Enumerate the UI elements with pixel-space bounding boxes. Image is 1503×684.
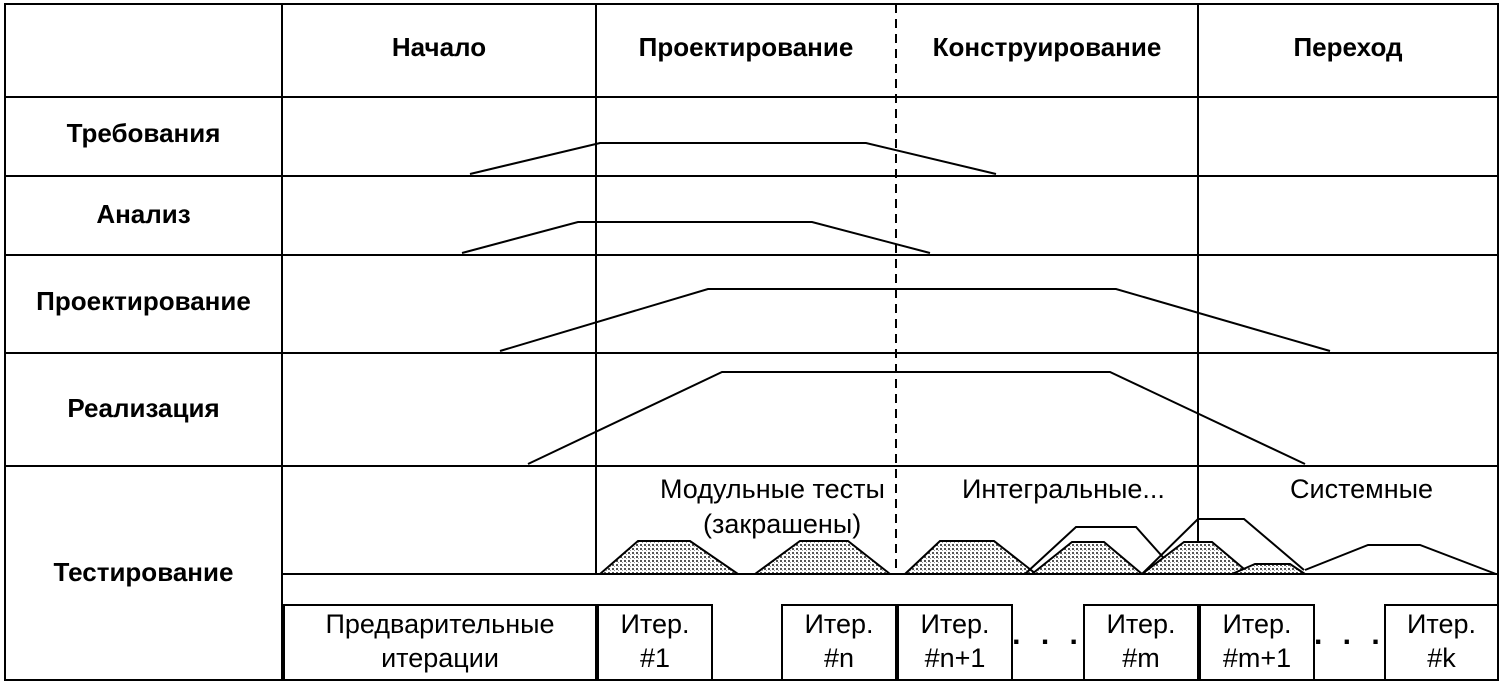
unit-test-hump-6 bbox=[1231, 563, 1309, 575]
iter-number: #m bbox=[1122, 643, 1160, 673]
iter-number: #m+1 bbox=[1222, 643, 1292, 673]
iter-number: #n+1 bbox=[924, 643, 986, 673]
iter-word: Итер. bbox=[920, 609, 990, 639]
phase-construction-label: Конструирование bbox=[932, 32, 1162, 62]
iter-1-box bbox=[597, 604, 713, 681]
system-test-hump bbox=[1304, 544, 1497, 575]
workflow-analysis-label: Анализ bbox=[96, 199, 191, 229]
outer-frame bbox=[4, 3, 1499, 681]
preliminary-iterations-box bbox=[283, 604, 597, 681]
iter-word: Итер. bbox=[1222, 609, 1292, 639]
iter-word: Итер. bbox=[1406, 609, 1476, 639]
iter-m-label: Итер. #m bbox=[1084, 607, 1198, 675]
system-tests-note: Системные bbox=[1290, 474, 1434, 504]
preliminary-line-2: итерации bbox=[381, 643, 499, 673]
integration-hump-1 bbox=[1024, 526, 1179, 575]
unit-tests-note: Модульные тесты bbox=[660, 474, 885, 504]
iter-n-box bbox=[781, 604, 897, 681]
iter-m1-box bbox=[1199, 604, 1315, 681]
workflow-implementation-label: Реализация bbox=[67, 393, 220, 423]
iter-number: #k bbox=[1427, 643, 1456, 673]
phase-inception-label: Начало bbox=[391, 32, 487, 62]
preliminary-iterations-label: Предварительные итерации bbox=[284, 607, 596, 675]
unit-test-hump-5 bbox=[1139, 541, 1253, 575]
preliminary-line-1: Предварительные bbox=[325, 609, 555, 639]
iter-word: Итер. bbox=[620, 609, 690, 639]
requirements-curve bbox=[469, 142, 997, 175]
ellipsis-m1-k: . . . bbox=[1314, 618, 1386, 651]
unit-test-hump-2 bbox=[751, 540, 893, 575]
iter-n1-label: Итер. #n+1 bbox=[898, 607, 1012, 675]
workflow-testing-label: Тестирование bbox=[53, 557, 234, 587]
unit-tests-shaded-note: (закрашены) bbox=[703, 509, 862, 539]
design-curve bbox=[499, 288, 1331, 352]
implementation-curve bbox=[527, 371, 1306, 465]
workflow-design-label: Проектирование bbox=[36, 286, 251, 316]
analysis-curve bbox=[461, 221, 931, 254]
iter-number: #n bbox=[823, 643, 855, 673]
integration-hump-2 bbox=[1141, 518, 1305, 575]
iter-m-box bbox=[1083, 604, 1199, 681]
phase-transition-label: Переход bbox=[1293, 32, 1403, 62]
iter-k-box bbox=[1384, 604, 1499, 681]
iter-word: Итер. bbox=[1106, 609, 1176, 639]
iter-1-label: Итер. #1 bbox=[598, 607, 712, 675]
iter-m1-label: Итер. #m+1 bbox=[1200, 607, 1314, 675]
unit-test-hump-4 bbox=[1029, 541, 1145, 575]
iter-n1-box bbox=[897, 604, 1013, 681]
iter-k-label: Итер. #k bbox=[1385, 607, 1498, 675]
iter-number: #1 bbox=[639, 643, 671, 673]
unit-test-hump-3 bbox=[902, 540, 1039, 575]
integration-tests-note: Интегральные... bbox=[962, 474, 1165, 504]
iter-n-label: Итер. #n bbox=[782, 607, 896, 675]
phase-elaboration-label: Проектирование bbox=[638, 32, 854, 62]
ellipsis-n1-m: . . . bbox=[1012, 618, 1084, 651]
workflow-requirements-label: Требования bbox=[66, 118, 221, 148]
unit-test-hump-1 bbox=[597, 540, 742, 575]
iter-word: Итер. bbox=[804, 609, 874, 639]
